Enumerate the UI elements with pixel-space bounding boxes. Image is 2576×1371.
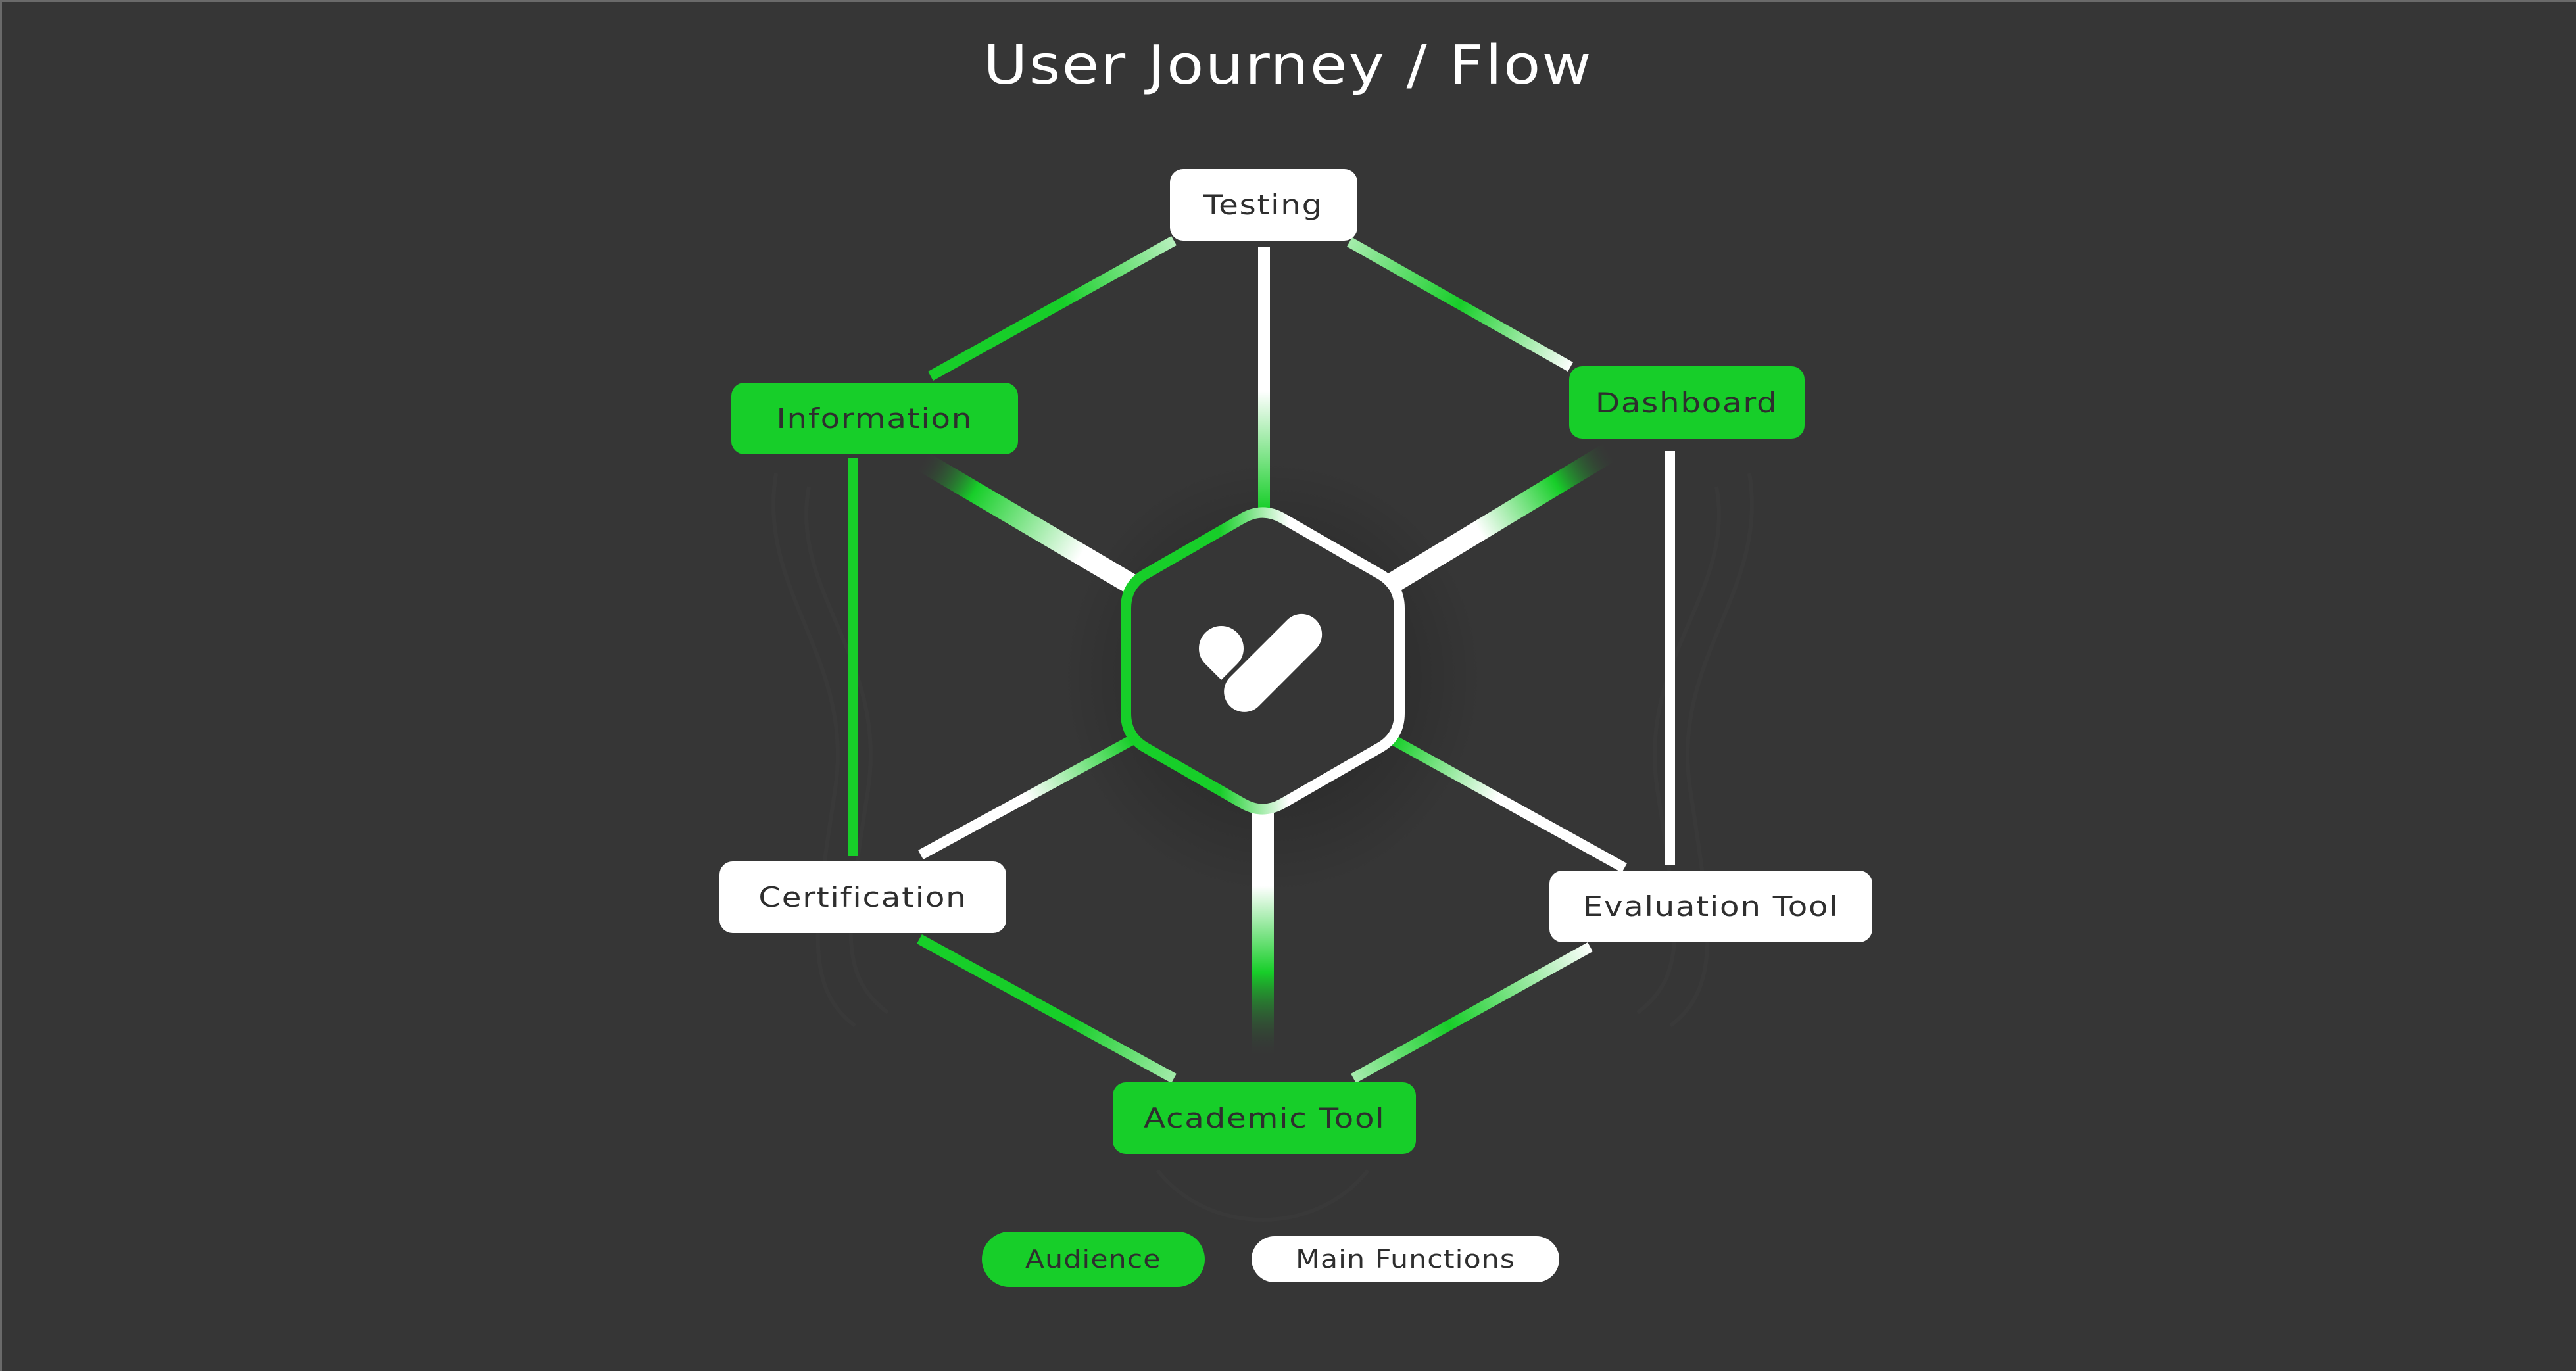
node-dashboard-label: Dashboard [1595,386,1778,419]
node-evaluation-tool[interactable]: Evaluation Tool [1549,871,1872,942]
edge-information-testing [928,236,1177,381]
edge-evaluation-academic [1351,942,1593,1083]
spokes [915,247,1627,1059]
node-certification-label: Certification [758,881,967,913]
spoke-dashboard [1383,442,1617,594]
legend-main-functions: Main Functions [1252,1236,1559,1282]
edge-testing-dashboard [1347,237,1573,372]
spoke-information [915,451,1142,596]
node-academic-tool-label: Academic Tool [1143,1102,1386,1134]
check-logo-icon [1199,613,1323,712]
node-academic-tool[interactable]: Academic Tool [1113,1082,1416,1154]
legend-main-functions-label: Main Functions [1295,1245,1516,1274]
edge-academic-certification [917,934,1177,1084]
legend-audience: Audience [982,1232,1205,1287]
node-testing[interactable]: Testing [1170,169,1357,241]
spoke-evaluation [1390,735,1627,873]
spoke-certification [918,734,1135,860]
legend-audience-label: Audience [1025,1245,1161,1274]
node-testing-label: Testing [1203,189,1324,221]
node-certification[interactable]: Certification [719,861,1006,933]
center-hub[interactable] [1121,507,1405,815]
node-dashboard[interactable]: Dashboard [1569,366,1805,439]
node-evaluation-tool-label: Evaluation Tool [1582,890,1839,923]
outer-ring-edges [848,236,1675,1084]
page-title: User Journey / Flow [983,34,1593,97]
background-contours [771,473,1754,1222]
node-information[interactable]: Information [731,383,1018,454]
node-information-label: Information [776,402,973,435]
